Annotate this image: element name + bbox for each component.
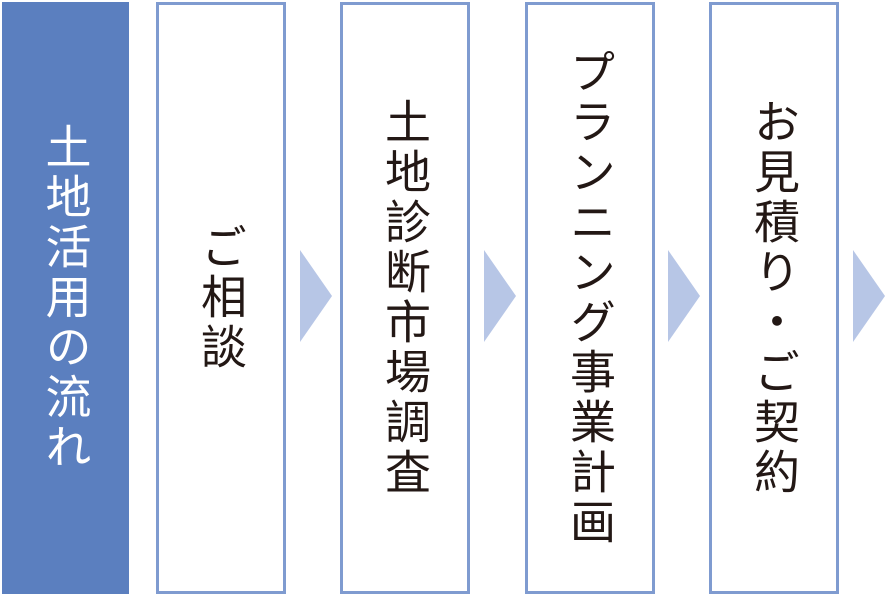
step-box-consultation: ご相談 — [156, 2, 286, 594]
arrow-right-icon — [300, 250, 332, 342]
flow-title-box: 土地活用の流れ — [2, 2, 129, 594]
step-label-estimate-contract: お見積り・ご契約 — [747, 98, 801, 498]
arrow-right-icon — [484, 250, 516, 342]
step-label-consultation: ご相談 — [194, 223, 248, 373]
step-box-planning: プランニング事業計画 — [525, 2, 655, 594]
step-box-land-diagnosis: 土地診断市場調査 — [340, 2, 470, 594]
arrow-right-icon — [853, 250, 885, 342]
flow-title: 土地活用の流れ — [38, 123, 93, 473]
step-label-land-diagnosis: 土地診断市場調査 — [378, 98, 432, 498]
step-label-planning: プランニング事業計画 — [563, 48, 617, 548]
arrow-right-icon — [668, 250, 700, 342]
step-box-estimate-contract: お見積り・ご契約 — [709, 2, 839, 594]
